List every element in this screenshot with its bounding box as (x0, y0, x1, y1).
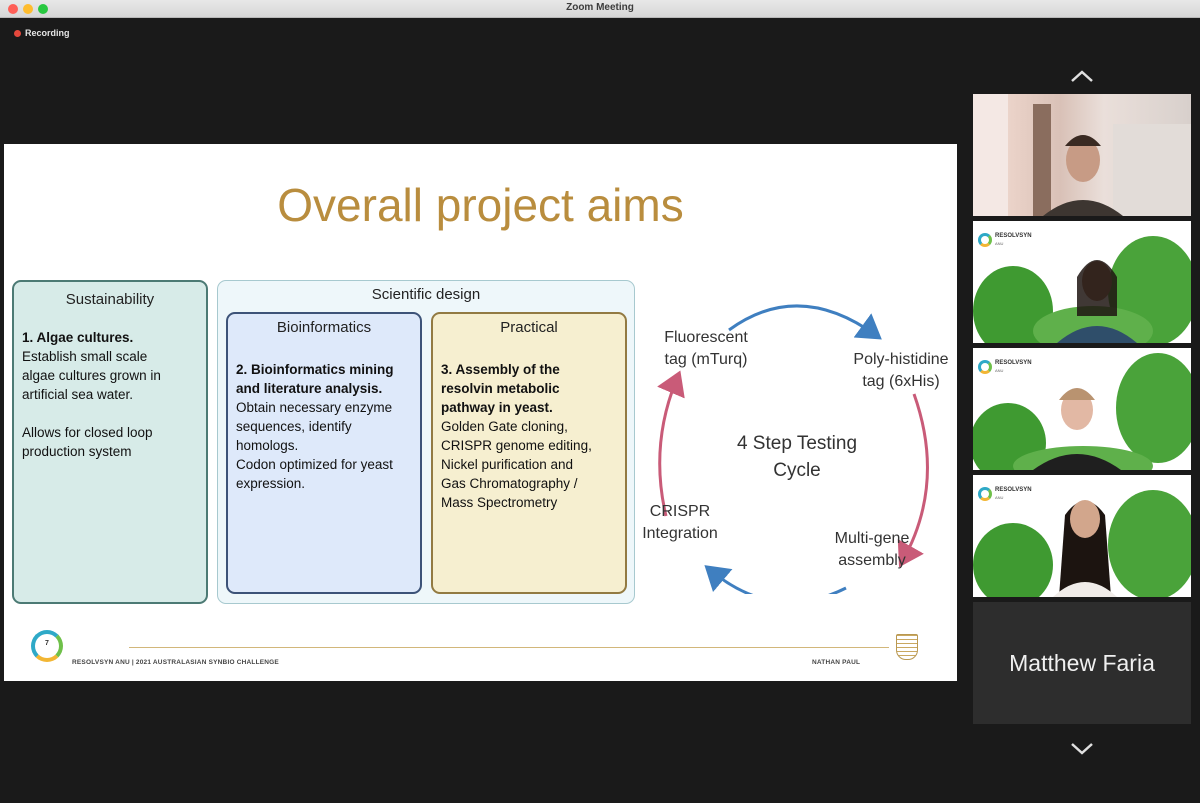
practical-line: Mass Spectrometry (441, 495, 558, 510)
participant-video-image (973, 490, 1191, 597)
recording-dot-icon (14, 29, 21, 37)
scroll-up-chevron-icon[interactable] (1070, 69, 1094, 83)
recording-indicator[interactable]: Recording (14, 28, 70, 38)
cycle-arrow-right (897, 393, 929, 568)
shared-slide: Overall project aims Sustainability 1. A… (4, 144, 957, 681)
practical-box: Practical 3. Assembly of the resolvin me… (431, 312, 627, 594)
sustainability-line: artificial sea water. (22, 387, 134, 402)
window-title: Zoom Meeting (566, 2, 634, 13)
footer-presenter: NATHAN PAUL (812, 659, 861, 666)
sustainability-line: Allows for closed loop (22, 425, 153, 440)
sustainability-line: Establish small scale (22, 349, 148, 364)
testing-cycle-diagram (657, 304, 929, 594)
bioinformatics-body: 2. Bioinformatics mining and literature … (236, 360, 414, 493)
anu-crest-icon (896, 634, 918, 660)
participant-video-image (973, 94, 1191, 216)
close-window-button[interactable] (8, 4, 18, 14)
participant-name-tile[interactable]: Matthew Faria (973, 602, 1191, 724)
cycle-arrow-top (728, 304, 882, 340)
bioinformatics-line: expression. (236, 476, 306, 491)
bioinformatics-line: Codon optimized for yeast (236, 457, 393, 472)
bioinformatics-box: Bioinformatics 2. Bioinformatics mining … (226, 312, 422, 594)
practical-line: Golden Gate cloning, (441, 419, 568, 434)
bioinformatics-line: sequences, identify (236, 419, 352, 434)
bioinformatics-line: Obtain necessary enzyme (236, 400, 393, 415)
cycle-center-label: 4 Step Testing Cycle (736, 433, 858, 481)
cycle-label-polyhistidine: Poly-histidine tag (6xHis) (853, 351, 949, 390)
bioinformatics-heading: Bioinformatics (276, 319, 372, 336)
cycle-label-fluorescent: Fluorescent tag (mTurq) (664, 329, 748, 368)
cycle-label-multigene: Multi-gene assembly (834, 530, 910, 569)
bioinformatics-aim: and literature analysis. (236, 381, 383, 396)
participant-name: Matthew Faria (1009, 650, 1155, 676)
participant-video-image (973, 353, 1191, 470)
resolvsyn-logo-icon (978, 233, 992, 247)
sustainability-line: production system (22, 444, 132, 459)
slide-number: 7 (45, 640, 49, 647)
cycle-label-crispr: CRISPR Integration (642, 503, 718, 542)
resolvsyn-logo-icon (978, 360, 992, 374)
slide-title: Overall project aims (277, 179, 684, 231)
cycle-arrow-bottom-real (704, 565, 847, 594)
practical-aim: resolvin metabolic (441, 381, 560, 396)
sustainability-box: Sustainability 1. Algae cultures. Establ… (12, 280, 208, 604)
bioinformatics-aim: 2. Bioinformatics mining (236, 362, 394, 377)
footer-left-text: RESOLVSYN ANU | 2021 AUSTRALASIAN SYNBIO… (72, 659, 279, 666)
resolvsyn-logo-icon: 7 (31, 630, 63, 662)
window-titlebar: Zoom Meeting (0, 0, 1200, 18)
participant-video-image (973, 236, 1191, 343)
scientific-design-heading: Scientific design (371, 286, 481, 303)
recording-label: Recording (25, 28, 70, 38)
practical-aim: pathway in yeast. (441, 400, 553, 415)
maximize-window-button[interactable] (38, 4, 48, 14)
sustainability-line: algae cultures grown in (22, 368, 161, 383)
bioinformatics-line: homologs. (236, 438, 299, 453)
practical-line: Gas Chromatography / (441, 476, 578, 491)
minimize-window-button[interactable] (23, 4, 33, 14)
participant-video-tile[interactable] (973, 94, 1191, 216)
sustainability-body: 1. Algae cultures. Establish small scale… (22, 328, 200, 461)
practical-line: CRISPR genome editing, (441, 438, 592, 453)
practical-line: Nickel purification and (441, 457, 574, 472)
practical-heading: Practical (500, 319, 558, 336)
scroll-down-chevron-icon[interactable] (1070, 742, 1094, 756)
practical-aim: 3. Assembly of the (441, 362, 560, 377)
sustainability-heading: Sustainability (65, 291, 155, 308)
footer-divider (129, 647, 889, 648)
sustainability-aim: 1. Algae cultures. (22, 330, 134, 345)
cycle-arrow-left (657, 370, 685, 517)
resolvsyn-logo-icon (978, 487, 992, 501)
practical-body: 3. Assembly of the resolvin metabolic pa… (441, 360, 619, 512)
